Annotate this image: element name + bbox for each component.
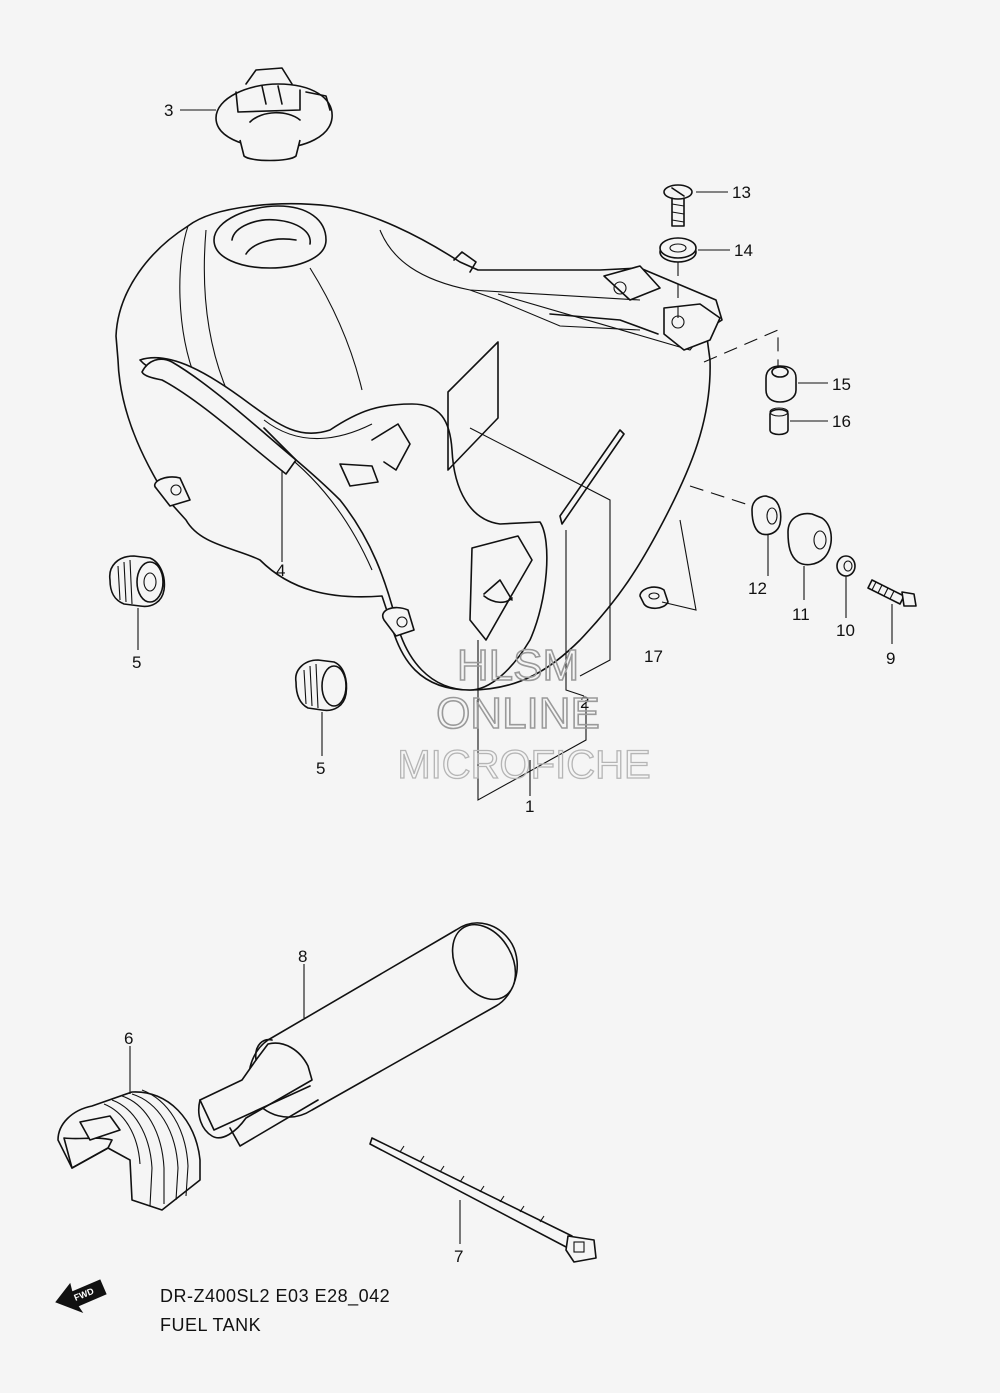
callout-7: 7 — [454, 1247, 463, 1266]
watermark-line-2: ONLINE — [436, 689, 600, 738]
collar-16-part — [769, 407, 789, 436]
forward-arrow-icon: FWD — [55, 1279, 107, 1314]
callout-5-upper: 5 — [132, 653, 141, 672]
fuel-tank-body-part — [115, 202, 723, 691]
callout-15: 15 — [832, 375, 851, 394]
side-cover-part — [447, 341, 625, 525]
fuel-cap-part — [215, 67, 333, 162]
watermark-line-3: MICROFICHE — [397, 743, 650, 787]
callout-1: 1 — [525, 797, 534, 816]
callout-12: 12 — [748, 579, 767, 598]
callout-13: 13 — [732, 183, 751, 202]
protector-6-part — [57, 1089, 201, 1211]
cable-tie-7-part — [369, 1137, 597, 1263]
callout-17: 17 — [644, 647, 663, 666]
cover-8-part — [197, 922, 518, 1147]
callout-5-lower: 5 — [316, 759, 325, 778]
bolt-9-part — [867, 579, 917, 607]
cushion-11-part — [787, 512, 833, 566]
grommet-part-lower — [294, 659, 348, 712]
assembly-lines — [661, 262, 779, 611]
bracket-outline — [469, 427, 611, 801]
leader-lines — [129, 109, 893, 1244]
grommet-part-upper — [109, 555, 166, 608]
callout-9: 9 — [886, 649, 895, 668]
cushion-15-part — [765, 365, 797, 403]
callout-11: 11 — [792, 605, 810, 624]
callout-14: 14 — [734, 241, 753, 260]
watermark: HLSM ONLINE MICROFICHE — [397, 640, 652, 787]
washer-14-part — [659, 237, 697, 263]
callout-2: 2 — [580, 693, 589, 712]
watermark-line-1: HLSM — [457, 641, 579, 690]
model-code: DR-Z400SL2 E03 E28_042 — [160, 1286, 390, 1307]
callout-16: 16 — [832, 412, 851, 431]
bolt-13-part — [663, 184, 693, 227]
callout-8: 8 — [298, 947, 307, 966]
callout-10: 10 — [836, 621, 855, 640]
diagram-title: FUEL TANK — [160, 1315, 261, 1335]
hose-part — [141, 358, 297, 475]
cushion-12-part — [751, 495, 782, 536]
nut-17-part — [639, 586, 669, 610]
callout-4: 4 — [276, 561, 285, 580]
callout-labels: 1 2 3 4 5 5 6 7 8 9 10 11 12 13 14 15 16… — [124, 101, 895, 1266]
callout-6: 6 — [124, 1029, 133, 1048]
washer-10-part — [836, 555, 856, 577]
callout-3: 3 — [164, 101, 173, 120]
